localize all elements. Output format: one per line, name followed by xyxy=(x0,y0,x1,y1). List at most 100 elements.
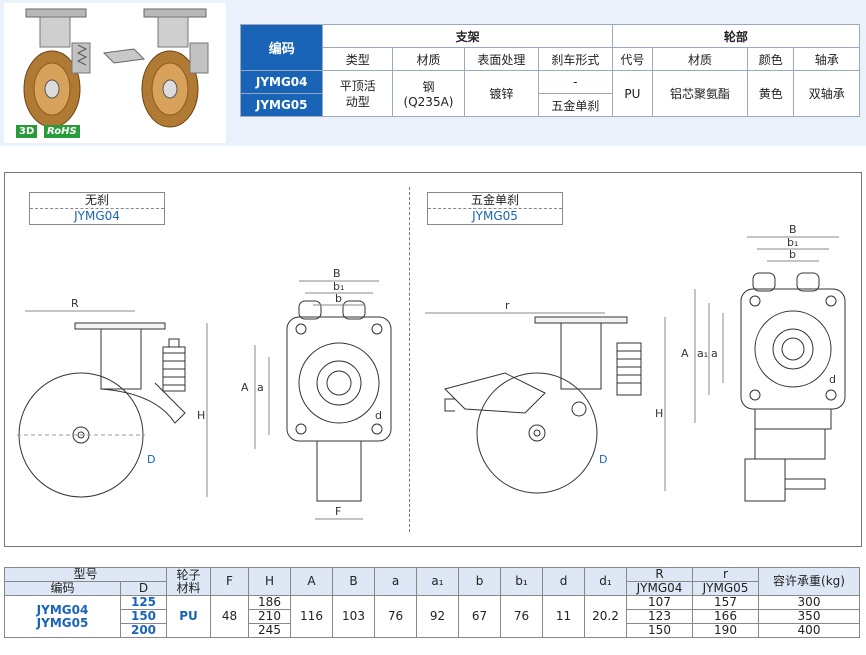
code-jymg04: JYMG04 xyxy=(239,70,324,94)
spec-table: 编码 支架 轮部 类型 材质 表面处理 刹车形式 代号 材质 颜色 轴承 JYM… xyxy=(239,24,861,117)
left-front-view xyxy=(254,280,392,520)
cell-load-0: 300 xyxy=(758,595,860,610)
cell-type: 平顶活动型 xyxy=(322,70,394,117)
cell-r-2: 190 xyxy=(692,623,759,638)
cell-d: 11 xyxy=(542,595,585,638)
cell-A: 116 xyxy=(290,595,333,638)
h-a: a xyxy=(374,567,417,596)
dim-a-label-left: a xyxy=(257,381,264,394)
h-b: b xyxy=(458,567,501,596)
technical-drawing-area: 无刹 JYMG04 五金单刹 JYMG05 R H D xyxy=(4,172,862,547)
code-header: 编码 xyxy=(239,24,324,71)
col-wheel-code: 代号 xyxy=(611,47,653,71)
cell-r-1: 166 xyxy=(692,609,759,624)
cell-d1: 20.2 xyxy=(584,595,627,638)
col-brake: 刹车形式 xyxy=(537,47,613,71)
drawing-divider xyxy=(409,187,410,532)
right-label-code: JYMG05 xyxy=(472,209,518,223)
cell-F: 48 xyxy=(210,595,249,638)
wheel-group-header: 轮部 xyxy=(611,24,861,48)
dim-A-label-right: A xyxy=(681,347,689,360)
h-B: B xyxy=(332,567,375,596)
caster-photo-illustration xyxy=(23,8,209,128)
col-type: 类型 xyxy=(322,47,394,71)
left-side-view xyxy=(17,310,208,498)
dim-A-label-left: A xyxy=(241,381,249,394)
table-row: 200 245 150 190 400 xyxy=(5,623,860,638)
h-b1: b₁ xyxy=(500,567,543,596)
row-code-jymg04: JYMG04 xyxy=(36,602,89,617)
row-codes: JYMG04 JYMG05 xyxy=(4,595,121,638)
material-sub-value: (Q235A) xyxy=(403,95,454,109)
cell-R-0: 107 xyxy=(626,595,693,610)
cell-material: 钢(Q235A) xyxy=(392,70,465,117)
cell-wheel-pu: PU xyxy=(166,595,211,638)
cell-H-0: 186 xyxy=(248,595,291,610)
dim-b1-label-left: b₁ xyxy=(333,280,344,293)
material-value: 钢 xyxy=(422,80,435,94)
cell-b1: 76 xyxy=(500,595,543,638)
dim-d-label-right: d xyxy=(829,373,836,386)
dim-a1-label-right: a₁ xyxy=(697,347,708,360)
cell-bearing: 双轴承 xyxy=(793,70,860,117)
h-d1: d₁ xyxy=(584,567,627,596)
right-side-view xyxy=(425,312,666,494)
cell-R-1: 123 xyxy=(626,609,693,624)
cell-load-1: 350 xyxy=(758,609,860,624)
col-material: 材质 xyxy=(392,47,465,71)
dim-r-label: r xyxy=(505,299,510,312)
h-F: F xyxy=(210,567,249,596)
rohs-badge: RoHS xyxy=(44,125,80,138)
cell-D-150: 150 xyxy=(120,609,167,624)
col-wheel-material: 材质 xyxy=(651,47,748,71)
dim-b1-label-right: b₁ xyxy=(787,236,798,249)
h-model: 型号 xyxy=(4,567,167,582)
h-code: 编码 xyxy=(4,581,121,596)
h-r-sub: JYMG05 xyxy=(692,581,759,596)
caster-drawings: R H D B b₁ b A a d F xyxy=(17,223,846,520)
dim-b-label-right: b xyxy=(789,248,796,261)
dim-D-label-right: D xyxy=(599,453,607,466)
code-jymg05: JYMG05 xyxy=(239,93,324,117)
cell-H-1: 210 xyxy=(248,609,291,624)
table-row: 150 210 123 166 350 xyxy=(5,609,860,624)
cell-r-0: 157 xyxy=(692,595,759,610)
dim-a-label-right: a xyxy=(711,347,718,360)
h-r: r xyxy=(692,567,759,582)
3d-badge: 3D xyxy=(16,125,38,138)
dim-b-label-left: b xyxy=(335,292,342,305)
left-label-code: JYMG04 xyxy=(74,209,120,223)
cell-a1: 92 xyxy=(416,595,459,638)
cell-surface: 镀锌 xyxy=(463,70,539,117)
cell-wheel-material: 铝芯聚氨酯 xyxy=(651,70,748,117)
h-a1: a₁ xyxy=(416,567,459,596)
cell-a: 76 xyxy=(374,595,417,638)
cell-R-2: 150 xyxy=(626,623,693,638)
h-H: H xyxy=(248,567,291,596)
left-drawing-label: 无刹 JYMG04 xyxy=(29,192,165,225)
h-A: A xyxy=(290,567,333,596)
dim-D-label-left: D xyxy=(147,453,155,466)
dim-R-label: R xyxy=(71,297,79,310)
right-drawing-label: 五金单刹 JYMG05 xyxy=(427,192,563,225)
right-label-title: 五金单刹 xyxy=(428,193,562,209)
table-row: JYMG04 JYMG05 125 PU 48 186 116 103 76 9… xyxy=(4,595,860,638)
dim-H-label-right: H xyxy=(655,407,663,420)
row-code-jymg05: JYMG05 xyxy=(36,615,89,630)
col-bearing: 轴承 xyxy=(793,47,860,71)
cell-brake-04: - xyxy=(537,70,613,94)
h-load: 容许承重(kg) xyxy=(758,567,860,596)
right-front-view xyxy=(694,236,846,502)
dimension-table: 型号 轮子材料 F H A B a a₁ b b₁ d d₁ R r 容许承重(… xyxy=(4,567,860,638)
cell-H-2: 245 xyxy=(248,623,291,638)
dim-H-label-left: H xyxy=(197,409,205,422)
h-R: R xyxy=(626,567,693,582)
cell-load-2: 400 xyxy=(758,623,860,638)
cell-wheel-code: PU xyxy=(611,70,653,117)
h-d: d xyxy=(542,567,585,596)
bracket-group-header: 支架 xyxy=(322,24,613,48)
dim-d-label-left: d xyxy=(375,409,382,422)
cell-color: 黄色 xyxy=(746,70,795,117)
h-wheel-material: 轮子材料 xyxy=(166,567,211,596)
product-photo: 3D RoHS xyxy=(4,3,226,143)
